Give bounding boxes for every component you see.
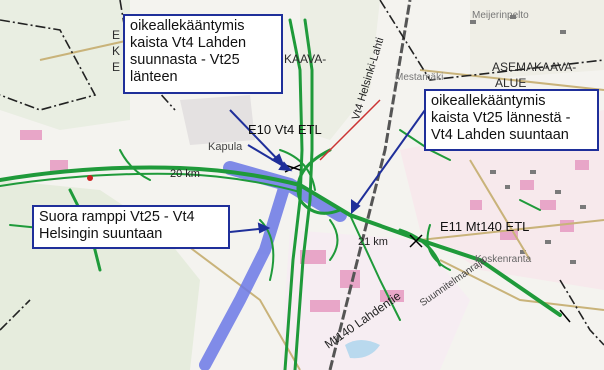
label-left-edge-3: E <box>112 60 121 74</box>
label-kaava-fragment: KAAVA- <box>284 52 327 66</box>
label-meijerinpelto: Meijerinpelto <box>472 10 529 21</box>
callout-top-right: oikeallekääntymis kaista Vt25 lännestä -… <box>424 89 599 151</box>
callout-top-left-line2: kaista Vt4 Lahden <box>130 35 247 51</box>
callout-left-line1: Suora ramppi Vt25 - Vt4 <box>39 209 195 225</box>
label-left-edge-2: K <box>112 44 121 58</box>
callout-left-line2: Helsingin suuntaan <box>39 226 163 242</box>
pointer-arrows <box>229 109 426 234</box>
milestone-e11: E11 Mt140 ETL <box>440 219 530 234</box>
residential-area <box>280 230 470 370</box>
label-asemakaava-line2: ALUE <box>495 76 527 90</box>
callout-top-left: oikeallekääntymis kaista Vt4 Lahden suun… <box>123 14 283 94</box>
label-left-edge-1: E <box>112 28 121 42</box>
callout-left: Suora ramppi Vt25 - Vt4 Helsingin suunta… <box>32 205 230 249</box>
callout-top-right-line2: kaista Vt25 lännestä - <box>431 110 571 126</box>
label-koskenranta: Koskenranta <box>475 254 532 265</box>
label-asemakaava-line1: ASEMAKAAVA- <box>492 60 577 74</box>
label-speed-20: 20 km <box>170 168 200 180</box>
field-area <box>470 0 604 80</box>
location-marker <box>87 175 93 181</box>
forest-area <box>0 0 130 130</box>
residential-area <box>400 110 604 290</box>
road-edge-red <box>319 99 381 161</box>
callout-top-left-line1: oikeallekääntymis <box>130 18 245 34</box>
label-speed-21: 21 km <box>358 236 388 248</box>
water-body <box>345 340 380 359</box>
callout-top-right-line3: Vt4 Lahden suuntaan <box>431 127 569 143</box>
label-mestamaki: Mestamäki <box>395 72 444 83</box>
label-kapula: Kapula <box>208 141 243 153</box>
forest-area <box>300 0 380 140</box>
callout-top-left-line3: suunnasta - Vt25 <box>130 52 240 68</box>
main-roads <box>0 18 562 370</box>
boundary-markers <box>284 164 571 323</box>
milestone-e10: E10 Vt4 ETL <box>248 122 322 137</box>
callout-top-right-line1: oikeallekääntymis <box>431 93 546 109</box>
industrial-area <box>180 95 255 145</box>
railway <box>328 0 412 370</box>
callout-top-left-line4: länteen <box>130 69 178 85</box>
